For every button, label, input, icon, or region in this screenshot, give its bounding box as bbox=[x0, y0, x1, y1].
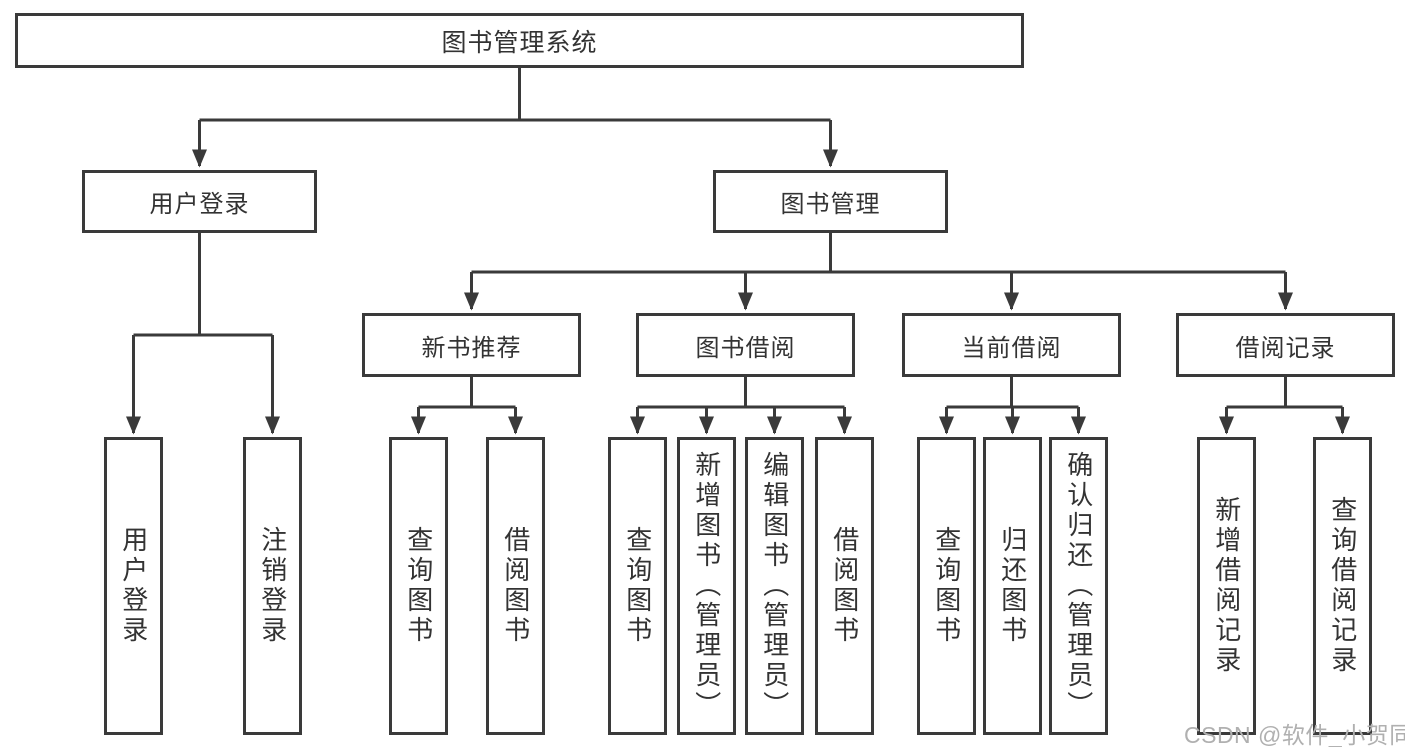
leaf-logout: 注销登录 bbox=[243, 437, 302, 735]
node-book-borrow: 图书借阅 bbox=[636, 313, 855, 377]
leaf-query-books-3: 查询图书 bbox=[917, 437, 976, 735]
connector-book-borrow bbox=[630, 377, 852, 435]
leaf-label: 查询图书 bbox=[622, 526, 653, 646]
connector-root bbox=[192, 68, 838, 168]
node-root-label: 图书管理系统 bbox=[441, 28, 598, 57]
node-new-book-recommend: 新书推荐 bbox=[362, 313, 581, 377]
connector-borrow-records bbox=[1219, 377, 1350, 435]
node-label: 当前借阅 bbox=[961, 334, 1062, 362]
node-user-login: 用户登录 bbox=[82, 170, 317, 233]
csdn-watermark: CSDN @软件_小贺同学 bbox=[1184, 722, 1405, 747]
node-label: 新书推荐 bbox=[421, 334, 522, 362]
leaf-label: 查询借阅记录 bbox=[1327, 496, 1358, 676]
node-book-management: 图书管理 bbox=[713, 170, 948, 233]
leaf-confirm-return-admin: 确认归还（管理员） bbox=[1049, 437, 1108, 735]
leaf-label: 用户登录 bbox=[118, 526, 149, 646]
leaf-add-borrow-record: 新增借阅记录 bbox=[1197, 437, 1256, 735]
leaf-label: 编辑图书（管理员） bbox=[759, 451, 790, 721]
leaf-query-borrow-record: 查询借阅记录 bbox=[1313, 437, 1372, 735]
node-label: 图书借阅 bbox=[695, 334, 796, 362]
leaf-user-login: 用户登录 bbox=[104, 437, 163, 735]
leaf-edit-book-admin: 编辑图书（管理员） bbox=[745, 437, 804, 735]
node-label: 借阅记录 bbox=[1235, 334, 1336, 362]
leaf-label: 确认归还（管理员） bbox=[1063, 451, 1094, 721]
leaf-label: 借阅图书 bbox=[500, 526, 531, 646]
leaf-query-books-2: 查询图书 bbox=[608, 437, 667, 735]
leaf-label: 查询图书 bbox=[931, 526, 962, 646]
leaf-label: 归还图书 bbox=[997, 526, 1028, 646]
node-current-borrow: 当前借阅 bbox=[902, 313, 1121, 377]
connector-user-login bbox=[126, 233, 280, 435]
leaf-label: 借阅图书 bbox=[829, 526, 860, 646]
connector-book-management bbox=[464, 233, 1293, 311]
connector-new-books bbox=[411, 377, 523, 435]
leaf-add-book-admin: 新增图书（管理员） bbox=[677, 437, 736, 735]
leaf-borrow-books-1: 借阅图书 bbox=[486, 437, 545, 735]
leaf-label: 注销登录 bbox=[257, 526, 288, 646]
node-borrow-records: 借阅记录 bbox=[1176, 313, 1395, 377]
leaf-label: 查询图书 bbox=[403, 526, 434, 646]
leaf-label: 新增图书（管理员） bbox=[691, 451, 722, 721]
leaf-borrow-books-2: 借阅图书 bbox=[815, 437, 874, 735]
node-root: 图书管理系统 bbox=[15, 13, 1024, 68]
node-label: 用户登录 bbox=[149, 191, 250, 218]
connector-current-borrow bbox=[939, 377, 1086, 435]
leaf-return-book: 归还图书 bbox=[983, 437, 1042, 735]
leaf-query-books-1: 查询图书 bbox=[389, 437, 448, 735]
leaf-label: 新增借阅记录 bbox=[1211, 496, 1242, 676]
node-label: 图书管理 bbox=[780, 191, 881, 218]
